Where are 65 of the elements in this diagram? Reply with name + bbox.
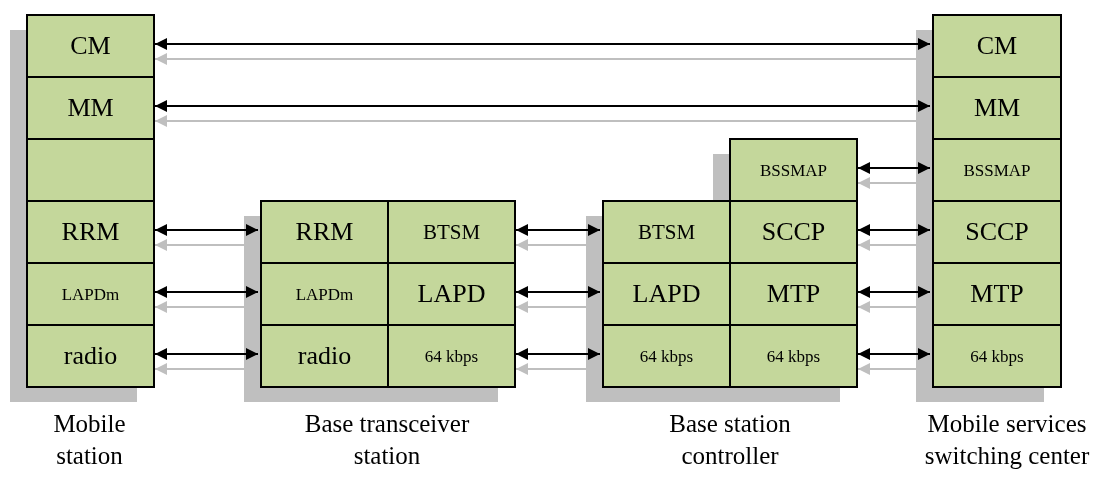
layer-label: SCCP	[761, 219, 826, 245]
protocol-layer-box	[729, 138, 858, 202]
double-arrow	[154, 286, 259, 298]
layer-label: CM	[70, 33, 111, 59]
layer-label: MM	[67, 95, 114, 121]
layer-label: SCCP	[965, 219, 1029, 245]
layer-label: RRM	[61, 219, 120, 245]
protocol-layer-box	[932, 138, 1062, 202]
protocol-layer-box	[932, 262, 1062, 326]
protocol-layer-box	[387, 200, 516, 264]
protocol-layer-box	[729, 324, 858, 388]
protocol-layer-box	[602, 324, 731, 388]
protocol-layer-box	[932, 324, 1062, 388]
double-arrow	[154, 38, 931, 50]
double-arrow	[154, 100, 931, 112]
protocol-layer-box	[932, 76, 1062, 140]
layer-label: MTP	[970, 281, 1024, 307]
layer-label: BTSM	[637, 221, 696, 243]
protocol-layer-box	[26, 324, 155, 388]
layer-label: radio	[63, 343, 118, 369]
layer-label: BTSM	[422, 221, 481, 243]
layer-label: BSSMAP	[759, 161, 828, 179]
layer-label: RRM	[295, 219, 354, 245]
station-caption: Mobile station	[52, 409, 127, 471]
station-caption: Mobile services switching center	[923, 409, 1091, 471]
protocol-layer-box	[387, 324, 516, 388]
layer-label: LAPDm	[295, 285, 354, 303]
double-arrow	[515, 224, 601, 236]
double-arrow	[154, 348, 259, 360]
layer-label: BSSMAP	[963, 161, 1031, 179]
protocol-layer-box	[729, 200, 858, 264]
double-arrow	[857, 286, 931, 298]
station-caption: Base station controller	[668, 409, 792, 471]
protocol-layer-box	[26, 262, 155, 326]
double-arrow	[515, 348, 601, 360]
double-arrow	[857, 224, 931, 236]
protocol-layer-box	[26, 76, 155, 140]
layer-label: MTP	[766, 281, 821, 307]
protocol-layer-box	[387, 262, 516, 326]
protocol-layer-box	[26, 138, 155, 202]
layer-label: 64 kbps	[639, 347, 694, 365]
protocol-layer-box	[932, 200, 1062, 264]
layer-label: LAPDm	[61, 285, 120, 303]
protocol-layer-box	[602, 200, 731, 264]
layer-label: radio	[297, 343, 352, 369]
protocol-layer-box	[602, 262, 731, 326]
station-caption: Base transceiver station	[303, 409, 471, 471]
protocol-layer-box	[729, 262, 858, 326]
protocol-layer-box	[260, 324, 389, 388]
double-arrow	[154, 224, 259, 236]
layer-label: 64 kbps	[424, 347, 479, 365]
layer-label: LAPD	[632, 281, 701, 307]
layer-label: LAPD	[417, 281, 486, 307]
protocol-layer-box	[26, 14, 155, 78]
layer-label: MM	[973, 95, 1021, 121]
double-arrow	[515, 286, 601, 298]
double-arrow	[857, 162, 931, 174]
layer-label: 64 kbps	[766, 347, 821, 365]
protocol-layer-box	[260, 200, 389, 264]
protocol-layer-box	[932, 14, 1062, 78]
protocol-layer-box	[26, 200, 155, 264]
layer-label: 64 kbps	[970, 347, 1024, 365]
double-arrow	[857, 348, 931, 360]
protocol-layer-box	[260, 262, 389, 326]
layer-label: CM	[976, 33, 1018, 59]
